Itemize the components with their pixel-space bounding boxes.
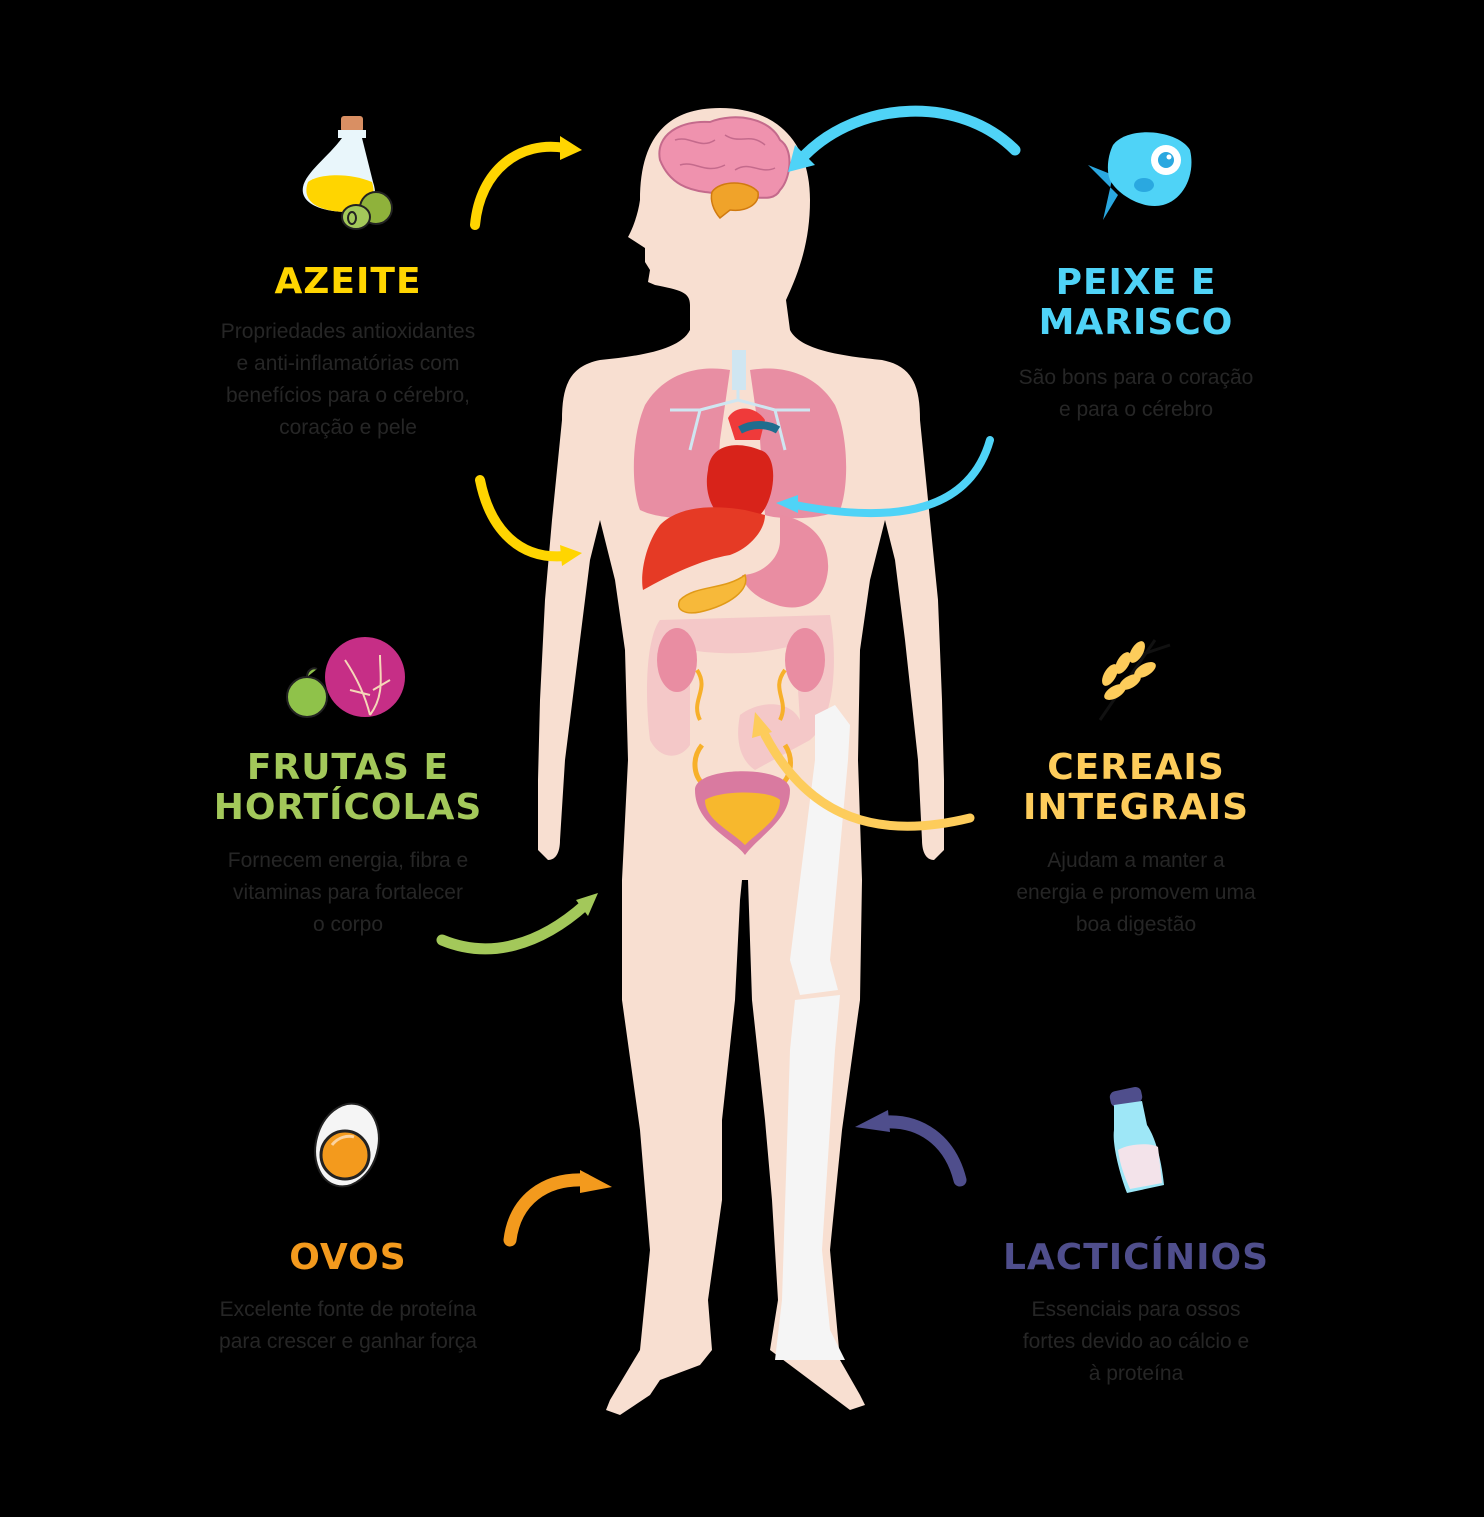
fish-icon	[1088, 132, 1192, 220]
ovos-title: OVOS	[289, 1237, 407, 1278]
liver	[642, 507, 765, 590]
stomach	[742, 515, 829, 608]
peixe-description: São bons para o coração e para o cérebro	[1018, 366, 1254, 421]
brain	[658, 116, 791, 220]
azeite-description: Propriedades antioxidantes e anti-inflam…	[220, 320, 476, 439]
cereais-arrow-intestine	[760, 730, 975, 831]
ovos-arrow-muscles	[503, 1173, 592, 1247]
frutas-title: FRUTAS E HORTÍCOLAS	[213, 747, 483, 828]
cereais-title: CEREAIS INTEGRAIS	[1022, 747, 1250, 828]
frutas-description: Fornecem energia, fibra e vitaminas para…	[227, 849, 469, 936]
pancreas	[678, 573, 747, 614]
peixe-title: PEIXE E MARISCO	[1038, 262, 1234, 343]
lacticinios-title: LACTICÍNIOS	[1002, 1237, 1270, 1278]
olive-oil-bottle-icon	[302, 116, 393, 230]
milk-bottle-icon	[1109, 1086, 1164, 1193]
kidney-left	[657, 628, 697, 692]
wheat-icon	[1098, 639, 1171, 721]
lacticinios-arrow-bones	[878, 1115, 967, 1187]
body-silhouette	[538, 108, 944, 1415]
azeite-arrow-brain	[470, 141, 570, 230]
lungs	[633, 350, 847, 519]
frutas-arrow-body	[436, 899, 591, 955]
azeite-arrow-body	[475, 475, 570, 562]
cereais-description: Ajudam a manter a energia e promovem uma…	[1016, 849, 1256, 936]
lacticinios-description: Essenciais para ossos fortes devido ao c…	[1022, 1298, 1250, 1385]
peixe-arrow-heart	[791, 436, 994, 518]
heart	[706, 408, 781, 522]
intestines	[647, 615, 834, 770]
bladder	[692, 743, 793, 855]
azeite-title: AZEITE	[274, 261, 422, 302]
peixe-arrow-brain	[799, 105, 1021, 161]
ovos-description: Excelente fonte de proteína para crescer…	[219, 1298, 477, 1353]
kidney-right	[785, 628, 825, 692]
apple-cabbage-icon	[286, 637, 405, 718]
boiled-egg-icon	[314, 1102, 380, 1188]
leg-bones	[775, 705, 850, 1360]
